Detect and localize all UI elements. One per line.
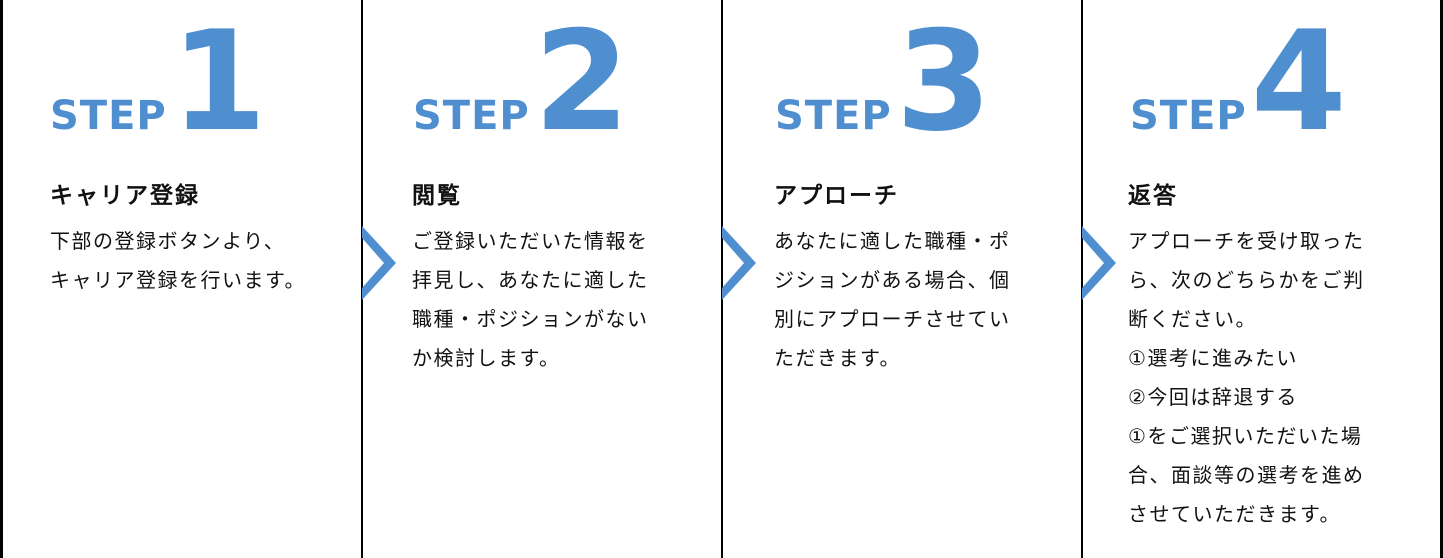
step-description-line: ①選考に進みたい — [1128, 346, 1298, 370]
step-title: 返答 — [1128, 183, 1178, 209]
step-description-line: ら、次のどちらかをご判 — [1128, 268, 1365, 292]
step-description-line: 合、面談等の選考を進め — [1128, 463, 1365, 487]
step-description-line: ジションがある場合、個 — [774, 268, 1011, 292]
step-heading: STEP 1 — [50, 0, 267, 162]
step-card-4: STEP 4 返答 アプローチを受け取った ら、次のどちらかをご判 断ください。… — [1081, 0, 1438, 558]
chevron-right-icon — [722, 226, 756, 300]
step-description-line: 職種・ポジションがない — [412, 307, 649, 331]
step-description-line: か検討します。 — [412, 346, 561, 370]
chevron-right-icon — [1082, 226, 1116, 300]
step-description-line: アプローチを受け取った — [1128, 229, 1365, 253]
step-description: ご登録いただいた情報を 拝見し、あなたに適した 職種・ポジションがない か検討し… — [412, 222, 649, 378]
step-description: 下部の登録ボタンより、 キャリア登録を行います。 — [50, 222, 306, 300]
step-label: STEP — [413, 93, 530, 139]
step-label: STEP — [775, 93, 892, 139]
step-description: アプローチを受け取った ら、次のどちらかをご判 断ください。 ①選考に進みたい … — [1128, 222, 1365, 534]
step-description-line: させていただきます。 — [1128, 502, 1341, 526]
step-heading: STEP 4 — [1130, 0, 1347, 162]
step-description-line: キャリア登録を行います。 — [50, 268, 306, 292]
step-description-line: あなたに適した職種・ポ — [774, 229, 1011, 253]
step-number: 4 — [1250, 0, 1347, 162]
step-description-line: ただきます。 — [774, 346, 901, 370]
step-description-line: ①をご選択いただいた場 — [1128, 424, 1363, 448]
step-description-line: 断ください。 — [1128, 307, 1257, 331]
step-number: 2 — [533, 0, 630, 162]
step-description-line: 拝見し、あなたに適した — [412, 268, 649, 292]
step-description-line: ②今回は辞退する — [1128, 385, 1298, 409]
step-title: 閲覧 — [412, 183, 462, 209]
step-label: STEP — [1130, 93, 1247, 139]
step-card-2: STEP 2 閲覧 ご登録いただいた情報を 拝見し、あなたに適した 職種・ポジシ… — [361, 0, 721, 558]
step-title: アプローチ — [774, 183, 899, 209]
step-heading: STEP 3 — [775, 0, 992, 162]
step-title: キャリア登録 — [50, 183, 200, 209]
step-label: STEP — [50, 93, 167, 139]
step-number: 3 — [895, 0, 992, 162]
step-heading: STEP 2 — [413, 0, 630, 162]
step-card-3: STEP 3 アプローチ あなたに適した職種・ポ ジションがある場合、個 別にア… — [721, 0, 1081, 558]
step-description-line: 別にアプローチさせてい — [774, 307, 1011, 331]
step-description: あなたに適した職種・ポ ジションがある場合、個 別にアプローチさせてい ただきま… — [774, 222, 1011, 378]
step-description-line: ご登録いただいた情報を — [412, 229, 649, 253]
chevron-right-icon — [362, 226, 396, 300]
step-card-1: STEP 1 キャリア登録 下部の登録ボタンより、 キャリア登録を行います。 — [3, 0, 361, 558]
step-description-line: 下部の登録ボタンより、 — [50, 229, 286, 253]
step-number: 1 — [170, 0, 267, 162]
